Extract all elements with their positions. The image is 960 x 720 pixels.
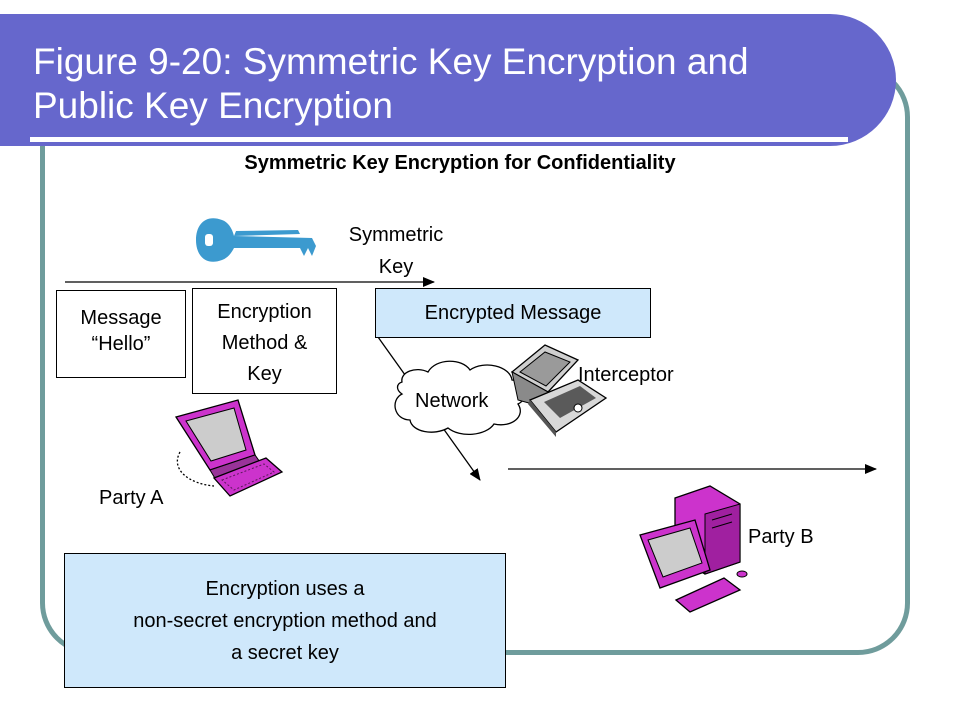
interceptor-laptop-icon [510,344,608,437]
party-a-label: Party A [99,487,164,509]
title-bar: Figure 9-20: Symmetric Key Encryption an… [0,14,896,146]
note-box: Encryption uses a non-secret encryption … [64,553,506,688]
party-b-computer-icon [639,485,748,613]
key-icon [196,218,316,262]
note-line1: Encryption uses a [205,578,365,600]
title-underline [30,137,848,142]
encrypted-message-label: Encrypted Message [424,302,602,324]
diagram-subtitle: Symmetric Key Encryption for Confidentia… [244,152,676,174]
symmetric-key-label: Symmetric Key [326,219,466,283]
message-box: Message “Hello” [56,290,186,378]
message-label: Message [80,307,162,329]
encryption-method-line3: Key [247,363,282,385]
encryption-method-box: Encryption Method & Key [192,288,337,394]
party-a-computer-icon [174,399,284,497]
encrypted-message-box: Encrypted Message [375,288,651,338]
network-cloud-icon [394,360,527,435]
symmetric-key-label-line2: Key [378,256,414,278]
interceptor-label: Interceptor [578,364,674,386]
note-line3: a secret key [231,642,339,664]
slide-title: Figure 9-20: Symmetric Key Encryption an… [33,41,749,126]
encryption-method-line1: Encryption [217,301,312,323]
symmetric-key-label-line1: Symmetric [348,224,444,246]
network-label: Network [415,390,489,412]
encryption-method-line2: Method & [221,332,308,354]
party-b-label: Party B [748,526,814,548]
note-line2: non-secret encryption method and [133,610,437,632]
message-content: “Hello” [91,333,151,355]
